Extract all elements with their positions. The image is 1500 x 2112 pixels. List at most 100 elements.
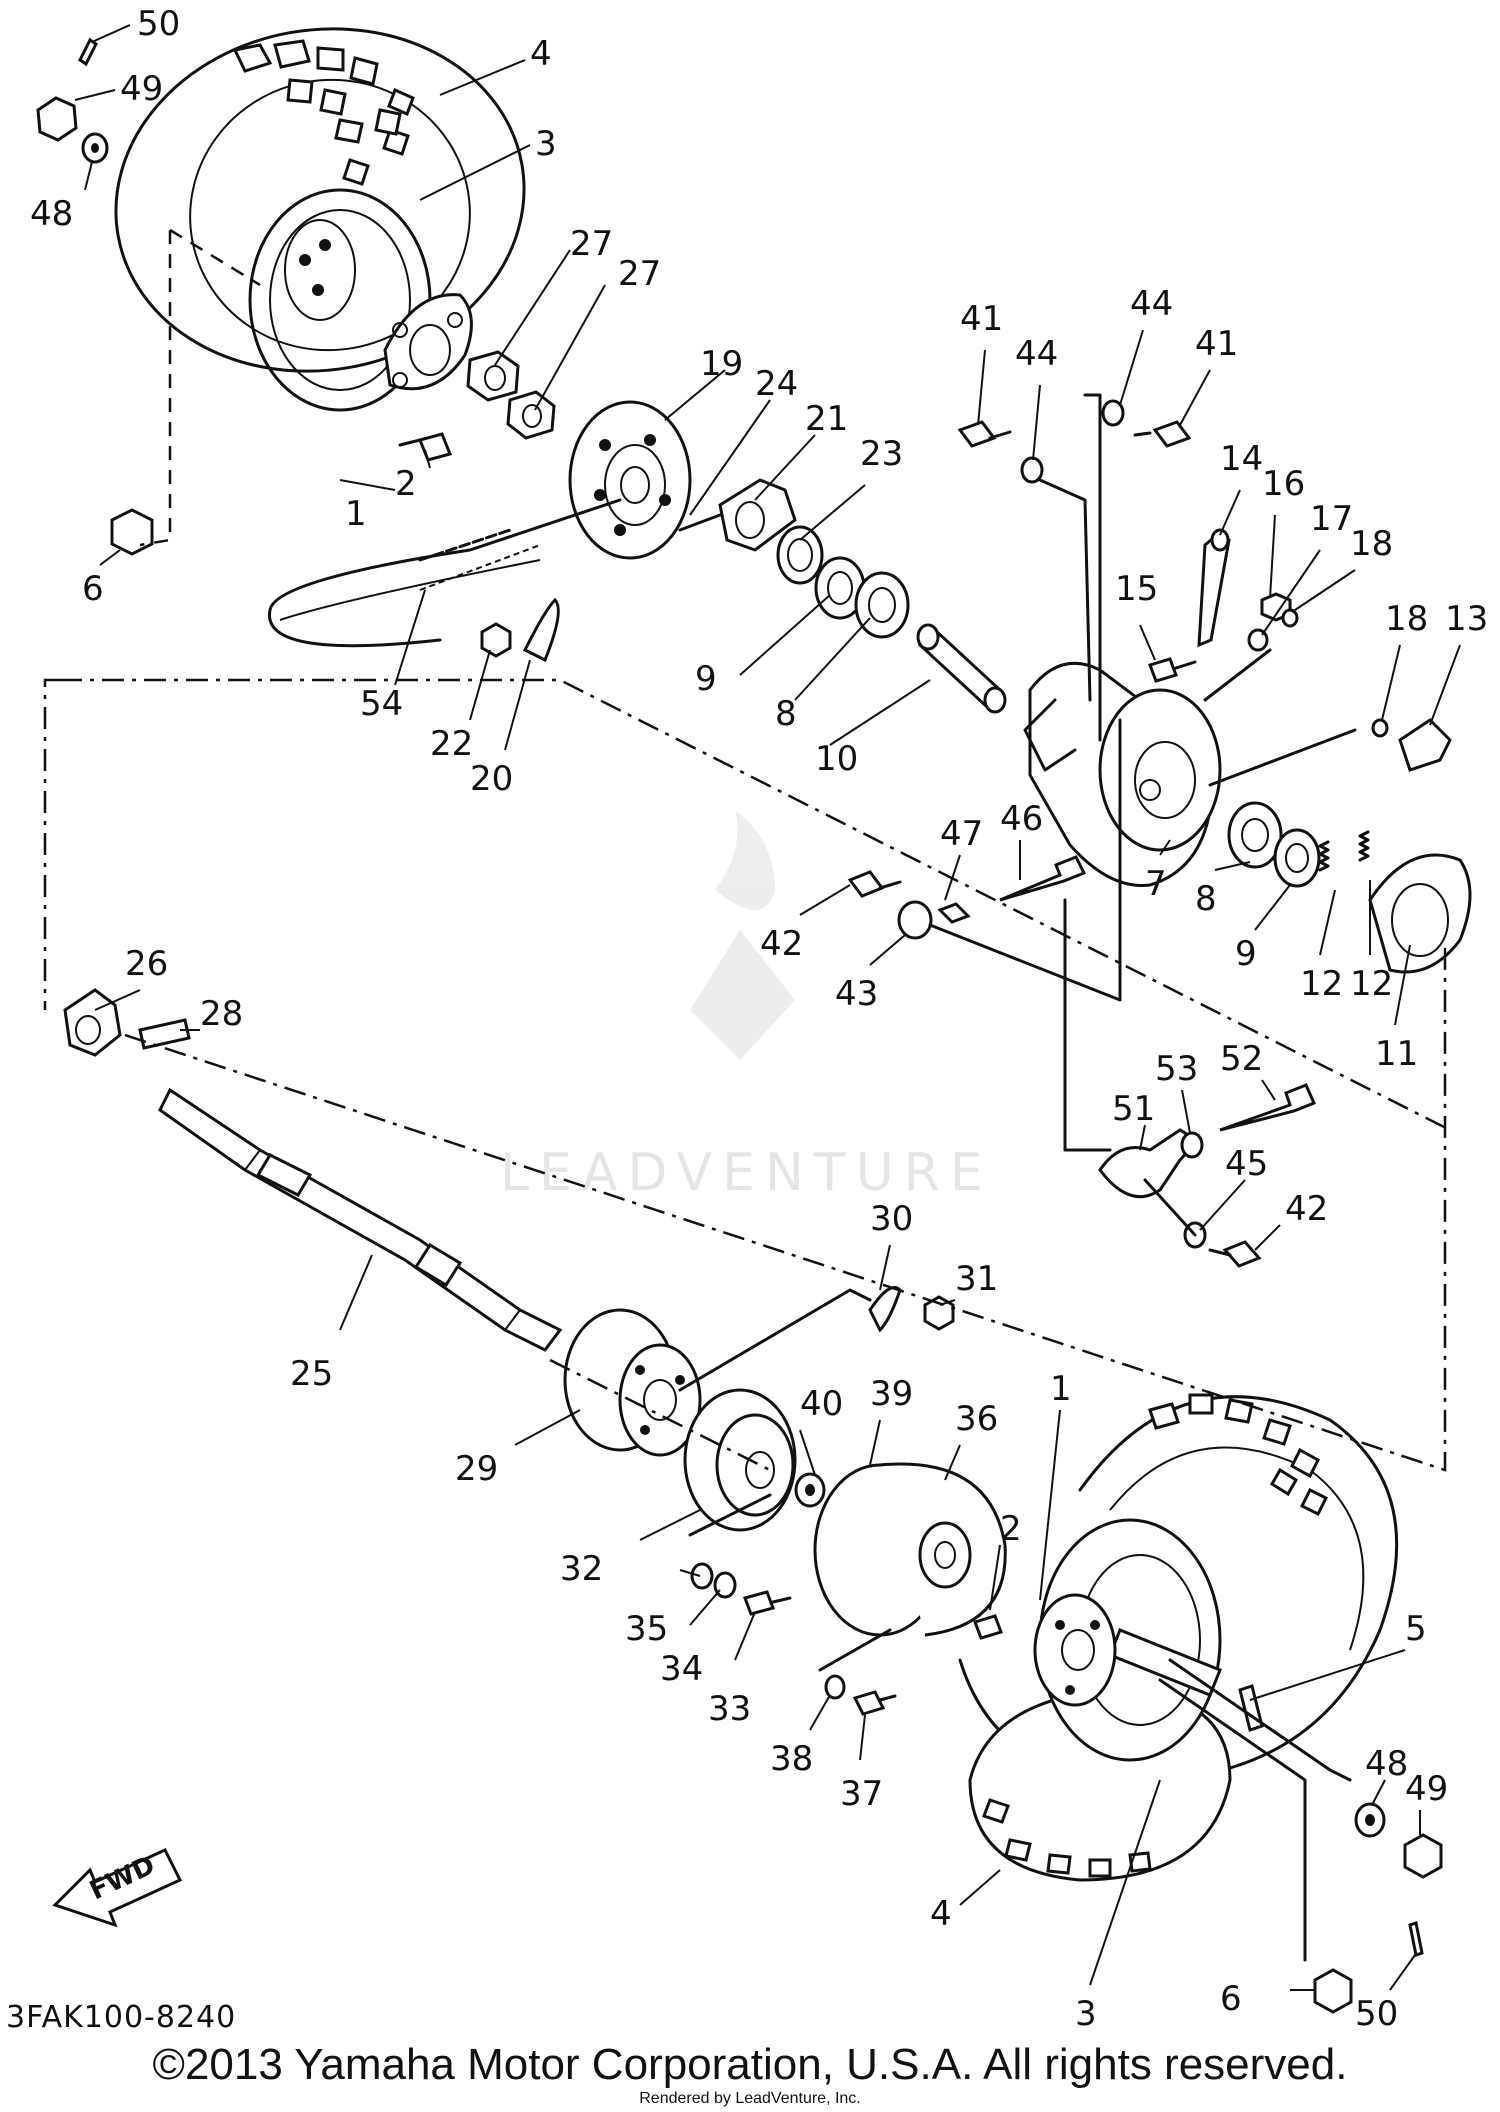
copyright-notice: ©2013 Yamaha Motor Corporation, U.S.A. A… — [152, 2040, 1348, 2089]
callout-4-bottom: 4 — [930, 1894, 952, 1934]
rendered-by-notice: Rendered by LeadVenture, Inc. — [639, 2090, 861, 2107]
sprocket-hub — [678, 478, 797, 552]
callout-labels: 50 49 48 4 3 27 27 2 1 6 19 24 21 23 9 8… — [30, 4, 1488, 2034]
valve-stem — [1238, 1684, 1264, 1732]
callout-19: 19 — [700, 344, 743, 384]
callout-9-right: 9 — [1235, 934, 1257, 974]
callout-42-right: 42 — [1285, 1189, 1328, 1229]
callout-1-top: 1 — [345, 494, 367, 534]
callout-16: 16 — [1262, 464, 1305, 504]
fwd-arrow: FWD — [52, 1848, 183, 1928]
wheel-bolt — [398, 432, 453, 462]
callout-44-a: 44 — [1015, 334, 1058, 374]
callout-41-b: 41 — [1195, 324, 1238, 364]
callout-39: 39 — [870, 1374, 913, 1414]
callout-31: 31 — [955, 1259, 998, 1299]
clip-and-nut — [868, 1286, 955, 1333]
right-wheel-hub — [973, 1593, 1117, 1707]
callout-36: 36 — [955, 1399, 998, 1439]
callout-33: 33 — [708, 1689, 751, 1729]
callout-28: 28 — [200, 994, 243, 1034]
left-axle-hub — [63, 988, 191, 1057]
callout-53: 53 — [1155, 1049, 1198, 1089]
axle-spacer — [916, 623, 1007, 714]
callout-20: 20 — [470, 759, 513, 799]
brake-hub — [563, 1308, 702, 1457]
brake-cam-lever-parts — [1148, 528, 1452, 772]
callout-48-top: 48 — [30, 194, 73, 234]
callout-25: 25 — [290, 1354, 333, 1394]
cover-fasteners — [824, 1674, 897, 1716]
callout-5: 5 — [1405, 1609, 1427, 1649]
left-wheel-nut — [110, 508, 154, 556]
callout-12-a: 12 — [1300, 964, 1343, 1004]
callout-49-bottom: 49 — [1405, 1769, 1448, 1809]
callout-38: 38 — [770, 1739, 813, 1779]
drive-chain — [268, 498, 622, 648]
watermark-text: LEADVENTURE — [500, 1143, 993, 1203]
callout-6-top: 6 — [82, 569, 104, 609]
right-axle-fasteners — [1313, 1802, 1443, 2014]
callout-40: 40 — [800, 1384, 843, 1424]
callout-26: 26 — [125, 944, 168, 984]
callout-23: 23 — [860, 434, 903, 474]
callout-21: 21 — [805, 399, 848, 439]
callout-7: 7 — [1145, 864, 1167, 904]
callout-18-b: 18 — [1385, 599, 1428, 639]
callout-4-top: 4 — [530, 34, 552, 74]
callout-22: 22 — [430, 724, 473, 764]
seal-and-bearings — [776, 525, 910, 639]
callout-47: 47 — [940, 814, 983, 854]
callout-43: 43 — [835, 974, 878, 1014]
callout-18-a: 18 — [1350, 524, 1393, 564]
callout-13: 13 — [1445, 599, 1488, 639]
leader-lines — [74, 24, 1461, 1991]
callout-30: 30 — [870, 1199, 913, 1239]
callout-34: 34 — [660, 1649, 703, 1689]
callout-24: 24 — [755, 364, 798, 404]
callout-52: 52 — [1220, 1039, 1263, 1079]
rear-axle — [158, 1087, 563, 1352]
callout-29: 29 — [455, 1449, 498, 1489]
pivot-bolts — [847, 855, 1087, 940]
housing-bolts-and-washers — [957, 399, 1192, 484]
diagram-code: 3FAK100-8240 — [6, 2000, 237, 2035]
callout-27-a: 27 — [570, 224, 613, 264]
callout-3-bottom: 3 — [1075, 1994, 1097, 2034]
callout-12-b: 12 — [1350, 964, 1393, 1004]
rear-sprocket — [568, 400, 692, 560]
callout-44-b: 44 — [1130, 284, 1173, 324]
callout-46: 46 — [1000, 799, 1043, 839]
brake-cover — [813, 1462, 1007, 1637]
callout-41-a: 41 — [960, 299, 1003, 339]
left-wheel-tire — [114, 27, 526, 412]
callout-35: 35 — [625, 1609, 668, 1649]
callout-10: 10 — [815, 739, 858, 779]
axle-nuts — [466, 350, 556, 440]
left-axle-cotter-nut-washer — [36, 37, 109, 164]
leadventure-watermark: LEADVENTURE — [500, 810, 993, 1203]
brake-drum — [683, 1388, 826, 1532]
callout-27-b: 27 — [618, 254, 661, 294]
chain-joint-parts — [418, 528, 560, 663]
brake-housing — [1023, 661, 1222, 887]
callout-42-mid: 42 — [760, 924, 803, 964]
callout-2-top: 2 — [395, 464, 417, 504]
callout-51: 51 — [1112, 1089, 1155, 1129]
callout-8-mid: 8 — [775, 694, 797, 734]
callout-3-top: 3 — [535, 124, 557, 164]
callout-11: 11 — [1375, 1034, 1418, 1074]
callout-37: 37 — [840, 1774, 883, 1814]
left-wheel-hub — [383, 293, 473, 391]
brake-springs-and-shoe — [1318, 830, 1472, 974]
callout-45: 45 — [1225, 1144, 1268, 1184]
callout-50-bottom: 50 — [1355, 1994, 1398, 2034]
callout-14: 14 — [1220, 439, 1263, 479]
callout-48-bottom: 48 — [1365, 1744, 1408, 1784]
callout-17: 17 — [1310, 499, 1353, 539]
callout-32: 32 — [560, 1549, 603, 1589]
callout-9-mid: 9 — [695, 659, 717, 699]
callout-8-right: 8 — [1195, 879, 1217, 919]
callout-1-bottom: 1 — [1050, 1369, 1072, 1409]
